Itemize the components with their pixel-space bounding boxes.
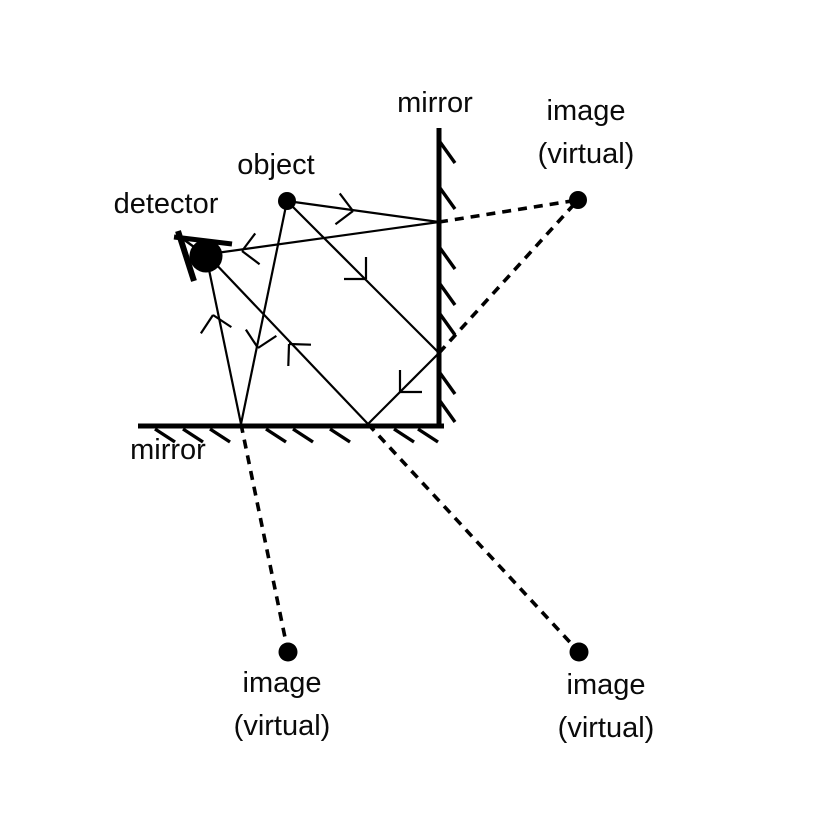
ray-bottom-mirror-to-detector xyxy=(205,259,243,425)
arrowhead-object-down xyxy=(257,334,277,349)
object-label: object xyxy=(237,149,315,181)
image-bottom-right-label-line1: image xyxy=(566,669,646,701)
arrowhead-diagonal-to-detector xyxy=(288,342,312,346)
vertical-mirror-hatch xyxy=(438,283,457,306)
horizontal-mirror-hatch xyxy=(265,427,287,444)
horizontal-mirror-hatch xyxy=(329,427,351,444)
horizontal-mirror-hatch xyxy=(209,427,231,444)
image-bottom-right-dot xyxy=(569,642,589,662)
horizontal-mirror-hatch xyxy=(154,427,176,444)
ray-object-to-vertical-mirror-low xyxy=(286,200,440,354)
image-bottom-left-label-line2: (virtual) xyxy=(233,710,331,742)
ray-bottom-mirror-to-detector-2 xyxy=(210,258,369,425)
arrowhead-up-to-detector xyxy=(199,314,214,334)
vertical-mirror-hatch xyxy=(438,313,457,336)
image-top-right-label-line2: (virtual) xyxy=(537,138,635,170)
arrowhead-object-down xyxy=(244,329,259,349)
image-top-right-dot xyxy=(569,191,587,209)
horizontal-mirror-hatch xyxy=(393,427,415,444)
detector-label: detector xyxy=(113,188,219,220)
ray-object-to-vertical-mirror xyxy=(286,199,440,224)
vertical-mirror-hatch xyxy=(438,141,457,164)
vertical-mirror-hatch xyxy=(438,400,457,423)
horizontal-mirror-hatch xyxy=(292,427,314,444)
sight-line-top-right-lower xyxy=(437,198,580,355)
image-bottom-left-dot xyxy=(278,642,298,662)
image-top-right-label: image (virtual) xyxy=(506,90,666,176)
arrowhead-object-to-mirror xyxy=(334,210,354,226)
mirror-bottom-label: mirror xyxy=(130,434,206,466)
detector-ball xyxy=(189,239,223,273)
horizontal-mirror-hatch xyxy=(182,427,204,444)
object-dot xyxy=(278,192,296,210)
image-bottom-right-label-line2: (virtual) xyxy=(557,712,655,744)
image-bottom-left-label: image (virtual) xyxy=(202,662,362,748)
arrowhead-mirror-to-detector xyxy=(241,232,257,252)
image-bottom-left-label-line1: image xyxy=(242,667,322,699)
arrowhead-object-to-mirror xyxy=(338,192,354,212)
sight-line-bottom-right xyxy=(366,422,581,654)
horizontal-mirror-hatch xyxy=(417,427,439,444)
vertical-mirror-hatch xyxy=(438,247,457,270)
image-bottom-right-label: image (virtual) xyxy=(526,664,686,750)
arrowhead-up-to-detector xyxy=(212,314,232,329)
mirror-top-label: mirror xyxy=(397,87,473,119)
vertical-mirror-hatch xyxy=(438,187,457,210)
sight-line-top-right-upper xyxy=(438,198,579,224)
image-top-right-label-line1: image xyxy=(546,95,626,127)
arrowhead-mirror-to-detector xyxy=(241,250,261,266)
arrowhead-diagonal-to-detector xyxy=(287,343,291,367)
ray-vertical-mirror-to-bottom-mirror xyxy=(367,352,440,425)
vertical-mirror-hatch xyxy=(438,372,457,395)
sight-line-bottom-left xyxy=(239,423,290,653)
ray-object-to-bottom-mirror xyxy=(239,200,289,425)
